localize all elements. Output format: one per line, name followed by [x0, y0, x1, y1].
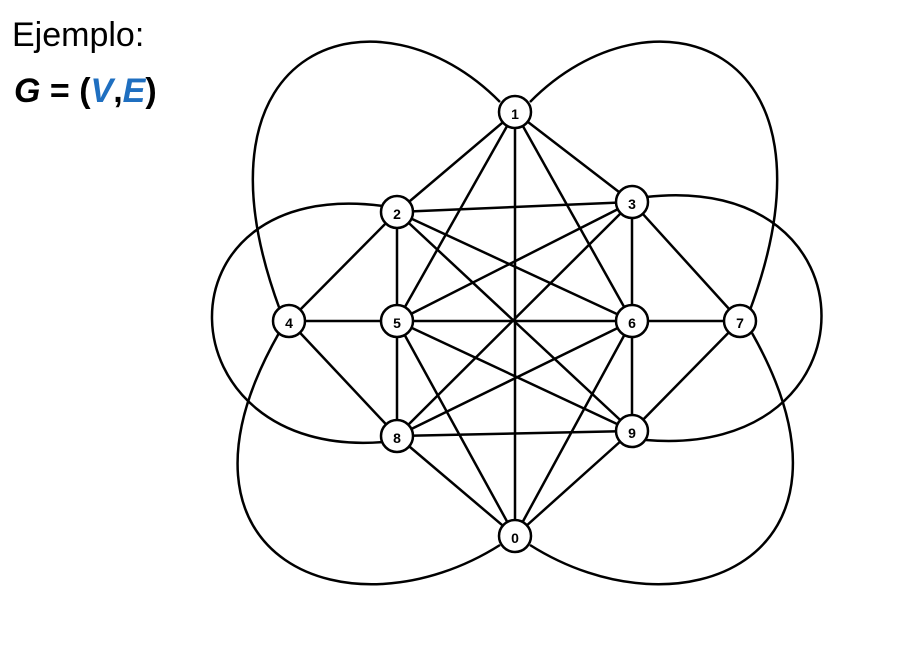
edge-6-8 — [396, 319, 633, 438]
formula-comma: , — [113, 72, 123, 110]
curved-edge-2-8 — [210, 202, 384, 445]
edge-2-6 — [396, 210, 633, 323]
edge-2-4 — [288, 211, 398, 322]
node-5: 5 — [379, 303, 415, 339]
formula-close: ) — [145, 72, 157, 110]
formula-g: G — [14, 72, 41, 110]
formula-v: V — [90, 72, 114, 110]
node-label: 0 — [511, 530, 519, 546]
node-3: 3 — [614, 184, 650, 220]
curved-edge-1-4 — [251, 40, 501, 311]
node-circle — [379, 303, 415, 339]
edge-7-9 — [631, 320, 741, 432]
curved-edge-4-0 — [236, 332, 501, 586]
curves-layer — [210, 40, 823, 586]
node-label: 4 — [285, 315, 293, 331]
node-circle — [614, 303, 650, 339]
node-0: 0 — [497, 518, 533, 554]
node-label: 5 — [393, 315, 401, 331]
node-circle — [379, 418, 415, 454]
edge-5-9 — [396, 319, 633, 433]
node-6: 6 — [614, 303, 650, 339]
node-circle — [614, 184, 650, 220]
edge-3-8 — [396, 201, 633, 437]
node-label: 6 — [628, 315, 636, 331]
node-circle — [497, 518, 533, 554]
edge-3-7 — [631, 201, 741, 322]
edge-5-0 — [395, 320, 517, 537]
formula-e: E — [122, 72, 146, 110]
curved-edge-1-7 — [529, 40, 779, 311]
edge-1-3 — [514, 111, 633, 203]
graph-formula: G = (V,E) — [14, 74, 157, 108]
node-7: 7 — [722, 303, 758, 339]
edge-3-5 — [396, 200, 633, 323]
node-circle — [271, 303, 307, 339]
node-label: 3 — [628, 196, 636, 212]
node-label: 7 — [736, 315, 744, 331]
edge-4-8 — [288, 320, 398, 437]
nodes-layer: 0 1 2 3 4 5 6 7 8 9 — [271, 94, 758, 554]
edge-8-0 — [396, 435, 516, 537]
node-label: 2 — [393, 206, 401, 222]
node-2: 2 — [379, 194, 415, 230]
node-label: 8 — [393, 430, 401, 446]
curved-edge-7-0 — [529, 332, 795, 586]
edge-6-0 — [513, 320, 634, 537]
node-label: 1 — [511, 106, 519, 122]
example-heading: Ejemplo: — [12, 16, 145, 54]
edge-1-5 — [395, 111, 517, 322]
edge-1-2 — [396, 111, 516, 213]
edge-8-9 — [396, 429, 633, 438]
node-label: 9 — [628, 425, 636, 441]
edge-2-3 — [396, 200, 633, 214]
edges-layer — [288, 111, 741, 537]
node-circle — [614, 413, 650, 449]
edge-1-6 — [513, 111, 634, 322]
node-8: 8 — [379, 418, 415, 454]
formula-equals-open: = ( — [40, 72, 91, 110]
node-circle — [379, 194, 415, 230]
node-circle — [497, 94, 533, 130]
edge-9-0 — [514, 430, 633, 537]
node-4: 4 — [271, 303, 307, 339]
node-1: 1 — [497, 94, 533, 130]
node-circle — [722, 303, 758, 339]
node-9: 9 — [614, 413, 650, 449]
curved-edge-3-9 — [645, 194, 823, 443]
